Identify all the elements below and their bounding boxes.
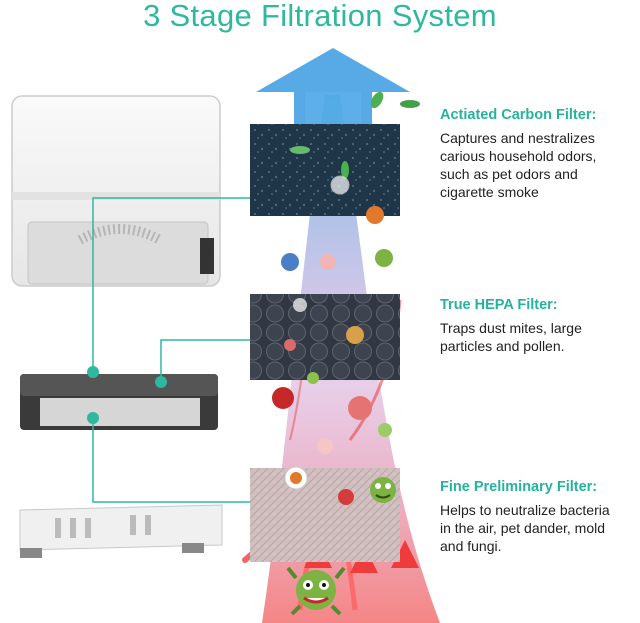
stage-hepa-title: True HEPA Filter: [440,297,558,313]
preliminary-filter-panel [250,466,400,562]
hepa-filter-panel [250,294,400,380]
stage-hepa: True HEPA Filter: Traps dust mites, larg… [440,296,640,355]
carbon-filter-panel [250,124,400,224]
base-plate [19,504,223,558]
purifier-housing [11,95,221,287]
particle-icons [272,249,393,454]
stage-preliminary-title: Fine Preliminary Filter: [440,479,598,495]
connector-lines [92,197,250,503]
stage-hepa-description: Traps dust mites, large particles and po… [440,320,582,354]
bacteria-monster-icon [370,477,396,503]
stage-preliminary-description: Helps to neutralize bacteria in the air,… [440,502,610,554]
clean-air-arrow [256,48,410,132]
germ-monster-icon [286,566,346,616]
stage-carbon: Actiated Carbon Filter: Captures and nes… [440,106,640,201]
stage-carbon-description: Captures and nestralizes carious househo… [440,130,597,200]
connector-dots [87,366,167,424]
page-title: 3 Stage Filtration System [143,0,497,33]
stage-preliminary: Fine Preliminary Filter: Helps to neutra… [440,478,640,555]
filter-cartridge [20,374,218,430]
stage-carbon-title: Actiated Carbon Filter: [440,107,597,123]
